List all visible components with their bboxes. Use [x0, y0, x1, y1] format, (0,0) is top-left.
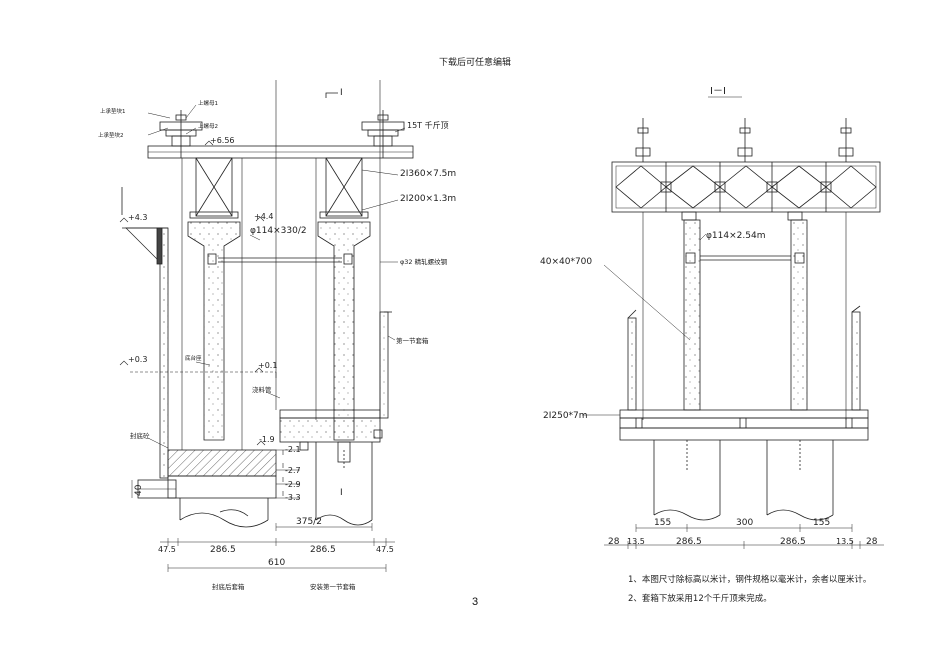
- section-cut-mark-top: [325, 92, 338, 98]
- pier-left: [187, 221, 241, 441]
- dim-2865-left: 286.5: [676, 537, 702, 547]
- elevation-markers: [119, 140, 300, 499]
- dim-2865-right: 286.5: [780, 537, 806, 547]
- note-2: 2、套箱下放采用12个千斤顶来完成。: [628, 593, 772, 604]
- right-texts: I－I 40×40*700 φ114×2.54m 2I250*7m 155 30…: [540, 86, 878, 604]
- label-beam1: 2I360×7.5m: [400, 169, 456, 179]
- pile-left: [179, 498, 269, 528]
- note-1: 1、本图尺寸除标高以米计，钢件规格以毫米计，余者以厘米计。: [628, 574, 871, 585]
- pile-left: [653, 440, 721, 521]
- pier-right: [787, 211, 808, 411]
- label-upper-pad2: 上承垫块2: [98, 131, 124, 139]
- label-step: 底台座: [185, 354, 202, 362]
- label-tie: φ114×330/2: [250, 226, 307, 236]
- elev-m19: -1.9: [259, 435, 275, 444]
- right-section-view: [582, 96, 884, 549]
- label-seal: 封底砼: [130, 431, 150, 440]
- label-beam: 2I250*7m: [543, 411, 588, 421]
- elev-44: +4.4: [254, 212, 273, 221]
- first-box: [279, 311, 392, 451]
- elev-m33: -3.3: [285, 493, 301, 502]
- elev-m27: -2.7: [285, 466, 301, 475]
- label-nut2: 上螺母2: [198, 122, 218, 130]
- top-jack-rods: [635, 118, 854, 162]
- box-wall-left: [121, 187, 169, 479]
- section-mark-label: I: [340, 88, 343, 98]
- seal-concrete: [137, 449, 277, 499]
- elev-m21: -2.1: [285, 445, 301, 454]
- cut-mark-label: I: [340, 488, 343, 498]
- bottom-dimensions: [604, 524, 884, 549]
- dim-475-left: 47.5: [158, 545, 176, 554]
- dim-2865-right: 286.5: [310, 545, 336, 555]
- elev-01: +0.1: [258, 361, 277, 370]
- label-pour-pipe: 浇料管: [252, 385, 272, 394]
- bottom-dimensions: [131, 480, 395, 572]
- truss: [611, 161, 881, 213]
- dim-135-right: 13.5: [836, 537, 854, 546]
- dim-155-right: 155: [813, 518, 830, 528]
- dim-475-right: 47.5: [376, 545, 394, 554]
- label-upper-pad1: 上承垫块1: [100, 107, 126, 115]
- dim-375: 375/2: [296, 517, 322, 527]
- label-rebar: φ32 精轧螺纹钢: [400, 257, 448, 266]
- label-jack: 15T 千斤顶: [407, 120, 449, 130]
- jack-assembly-right: [361, 110, 405, 158]
- pier-left: [681, 211, 701, 411]
- page-number: 3: [471, 596, 479, 608]
- caption-right: 安装第一节套箱: [310, 582, 356, 591]
- elev-43: +4.3: [128, 213, 147, 222]
- pile-right: [766, 440, 834, 521]
- elev-656: +6.56: [210, 136, 235, 145]
- label-nut1: 上螺母1: [198, 99, 218, 107]
- pile-right: [315, 441, 373, 526]
- section-title: I－I: [710, 86, 726, 97]
- dim-300: 300: [736, 518, 753, 528]
- caption-left: 封底后套箱: [212, 582, 245, 591]
- dim-135-left: 13.5: [627, 537, 645, 546]
- left-texts: I 上承垫块1 上承垫块2 上螺母1 上螺母2 15T 千斤顶 2I360×7.…: [98, 88, 456, 591]
- label-beam2: 2I200×1.3m: [400, 194, 456, 204]
- leader-lines: [147, 104, 406, 449]
- label-tie: φ114×2.54m: [706, 231, 765, 241]
- jack-assembly-left: [159, 110, 203, 158]
- girder-right: [319, 157, 369, 219]
- girder-left: [189, 157, 239, 219]
- elev-m29: -2.9: [285, 480, 301, 489]
- elev-03: +0.3: [128, 355, 147, 364]
- dim-610: 610: [268, 558, 285, 568]
- dim-40: 40: [134, 484, 144, 496]
- page-title: 下载后可任意编辑: [438, 58, 511, 68]
- label-first-box: 第一节套箱: [396, 336, 429, 345]
- dim-28-right: 28: [866, 537, 878, 547]
- label-plate: 40×40*700: [540, 257, 592, 267]
- dim-28-left: 28: [608, 537, 620, 547]
- left-elevation-view: [119, 80, 414, 572]
- dim-2865-left: 286.5: [210, 545, 236, 555]
- dim-155-left: 155: [654, 518, 671, 528]
